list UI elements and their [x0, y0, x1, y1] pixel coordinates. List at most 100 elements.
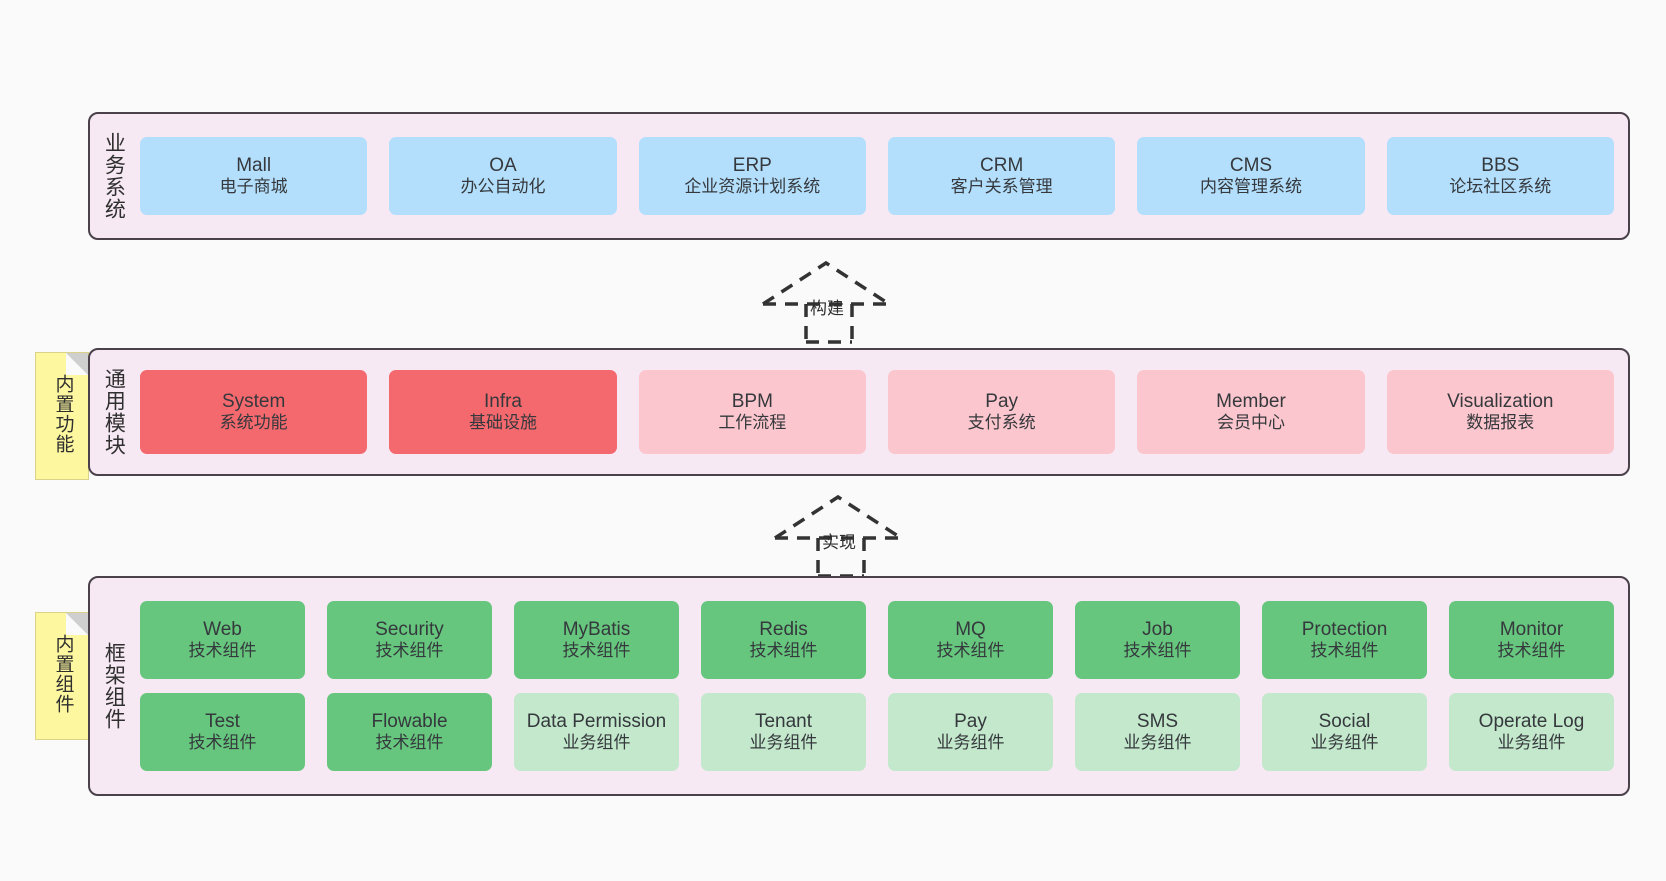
box-system[interactable]: System 系统功能 [140, 370, 368, 454]
box-test[interactable]: Test 技术组件 [140, 693, 305, 771]
box-title: MQ [955, 619, 986, 641]
box-subtitle: 业务组件 [936, 733, 1005, 753]
box-subtitle: 技术组件 [375, 733, 444, 753]
box-subtitle: 技术组件 [1123, 641, 1192, 661]
box-subtitle: 技术组件 [375, 641, 444, 661]
layer-body-business-system: Mall 电子商城 OA 办公自动化 ERP 企业资源计划系统 CRM 客户关系… [136, 114, 1628, 238]
box-title: MyBatis [562, 619, 631, 641]
box-title: Member [1216, 391, 1286, 413]
note-label: 内置功能 [52, 374, 74, 454]
box-subtitle: 支付系统 [967, 413, 1036, 433]
box-data-permission[interactable]: Data Permission 业务组件 [514, 693, 679, 771]
box-subtitle: 基础设施 [468, 413, 537, 433]
box-title: Security [375, 619, 444, 641]
box-pay-module[interactable]: Pay 支付系统 [887, 370, 1116, 454]
box-title: Social [1318, 711, 1371, 733]
box-sms[interactable]: SMS 业务组件 [1075, 693, 1240, 771]
box-monitor[interactable]: Monitor 技术组件 [1449, 601, 1614, 679]
box-title: System [221, 391, 286, 413]
box-subtitle: 业务组件 [562, 733, 631, 753]
box-subtitle: 技术组件 [749, 641, 818, 661]
box-visualization[interactable]: Visualization 数据报表 [1386, 370, 1614, 454]
box-title: Monitor [1499, 619, 1564, 641]
box-bbs[interactable]: BBS 论坛社区系统 [1386, 137, 1614, 215]
connector-implement: 实现 [770, 492, 920, 578]
box-subtitle: 论坛社区系统 [1449, 177, 1552, 197]
box-title: Visualization [1447, 391, 1554, 413]
box-subtitle: 技术组件 [1310, 641, 1379, 661]
box-subtitle: 内容管理系统 [1199, 177, 1302, 197]
layer-title-framework-component: 框架组件 [102, 642, 126, 730]
box-mall[interactable]: Mall 电子商城 [140, 137, 368, 215]
box-cms[interactable]: CMS 内容管理系统 [1137, 137, 1365, 215]
box-title: Tenant [754, 711, 813, 733]
box-redis[interactable]: Redis 技术组件 [701, 601, 866, 679]
box-subtitle: 技术组件 [188, 733, 257, 753]
box-mybatis[interactable]: MyBatis 技术组件 [514, 601, 679, 679]
box-subtitle: 会员中心 [1216, 413, 1285, 433]
layer-business-system: 业务系统 Mall 电子商城 OA 办公自动化 ERP 企业资源计划系统 CRM… [88, 112, 1630, 240]
box-crm[interactable]: CRM 客户关系管理 [887, 137, 1116, 215]
layer-common-module: 通用模块 System 系统功能 Infra 基础设施 BPM 工作流程 Pay… [88, 348, 1630, 476]
note-builtin-function: 内置功能 [35, 352, 89, 480]
row-business-components: Test 技术组件 Flowable 技术组件 Data Permission … [140, 693, 1614, 771]
box-title: Pay [985, 391, 1019, 413]
box-title: Mall [236, 155, 272, 177]
box-web[interactable]: Web 技术组件 [140, 601, 305, 679]
box-subtitle: 企业资源计划系统 [684, 177, 821, 197]
build-arrow-icon [762, 260, 890, 344]
note-builtin-component: 内置组件 [35, 612, 89, 740]
note-label: 内置组件 [52, 634, 74, 714]
box-tenant[interactable]: Tenant 业务组件 [701, 693, 866, 771]
box-social[interactable]: Social 业务组件 [1262, 693, 1427, 771]
box-title: Data Permission [526, 711, 667, 733]
layer-framework-component: 框架组件 Web 技术组件 Security 技术组件 MyBatis 技术组件… [88, 576, 1630, 796]
box-subtitle: 业务组件 [1310, 733, 1379, 753]
box-title: Protection [1301, 619, 1388, 641]
box-title: OA [489, 155, 517, 177]
connector-build: 构建 [758, 258, 908, 344]
box-subtitle: 技术组件 [936, 641, 1005, 661]
box-operate-log[interactable]: Operate Log 业务组件 [1449, 693, 1614, 771]
box-security[interactable]: Security 技术组件 [327, 601, 492, 679]
box-title: Pay [954, 711, 987, 733]
box-subtitle: 系统功能 [219, 413, 288, 433]
box-title: Operate Log [1478, 711, 1585, 733]
layer-title-common-module: 通用模块 [102, 368, 126, 456]
box-subtitle: 技术组件 [188, 641, 257, 661]
box-subtitle: 数据报表 [1466, 413, 1535, 433]
box-title: BBS [1481, 155, 1520, 177]
layer-body-common-module: System 系统功能 Infra 基础设施 BPM 工作流程 Pay 支付系统… [136, 350, 1628, 474]
box-subtitle: 技术组件 [562, 641, 631, 661]
row-business-systems: Mall 电子商城 OA 办公自动化 ERP 企业资源计划系统 CRM 客户关系… [140, 137, 1614, 215]
box-erp[interactable]: ERP 企业资源计划系统 [638, 137, 866, 215]
connector-implement-label: 实现 [822, 533, 856, 552]
box-title: Test [205, 711, 240, 733]
box-title: CRM [980, 155, 1024, 177]
row-tech-components: Web 技术组件 Security 技术组件 MyBatis 技术组件 Redi… [140, 601, 1614, 679]
box-subtitle: 业务组件 [1497, 733, 1566, 753]
box-infra[interactable]: Infra 基础设施 [389, 370, 617, 454]
box-flowable[interactable]: Flowable 技术组件 [327, 693, 492, 771]
row-common-modules: System 系统功能 Infra 基础设施 BPM 工作流程 Pay 支付系统… [140, 370, 1614, 454]
box-job[interactable]: Job 技术组件 [1075, 601, 1240, 679]
box-title: Web [203, 619, 242, 641]
box-protection[interactable]: Protection 技术组件 [1262, 601, 1427, 679]
layer-title-business-system: 业务系统 [102, 132, 126, 220]
layer-body-framework-component: Web 技术组件 Security 技术组件 MyBatis 技术组件 Redi… [136, 578, 1628, 794]
box-title: ERP [732, 155, 772, 177]
box-oa[interactable]: OA 办公自动化 [389, 137, 617, 215]
box-title: CMS [1229, 155, 1273, 177]
box-title: Flowable [371, 711, 448, 733]
box-subtitle: 工作流程 [718, 413, 787, 433]
box-bpm[interactable]: BPM 工作流程 [638, 370, 866, 454]
box-title: Redis [759, 619, 808, 641]
box-subtitle: 业务组件 [749, 733, 818, 753]
box-subtitle: 业务组件 [1123, 733, 1192, 753]
box-member[interactable]: Member 会员中心 [1137, 370, 1365, 454]
box-subtitle: 电子商城 [219, 177, 288, 197]
box-mq[interactable]: MQ 技术组件 [888, 601, 1053, 679]
box-pay-component[interactable]: Pay 业务组件 [888, 693, 1053, 771]
box-subtitle: 技术组件 [1497, 641, 1566, 661]
